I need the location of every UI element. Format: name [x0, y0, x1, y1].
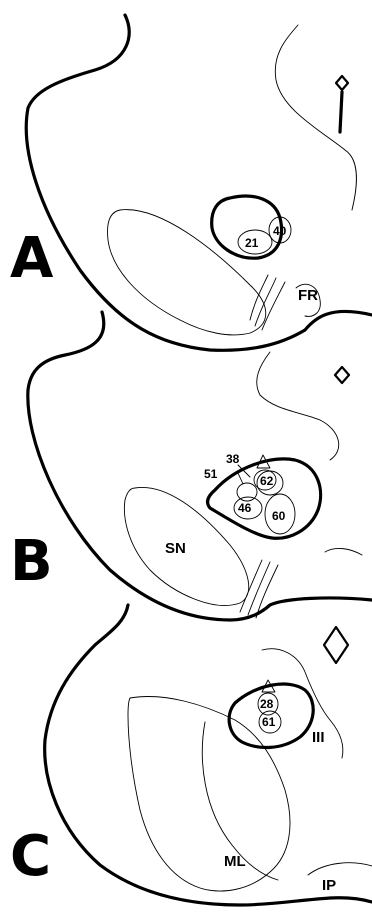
site-label-38: 38	[226, 452, 240, 466]
panel-letter-c: C	[10, 824, 51, 889]
ip-outline	[308, 863, 372, 875]
aqueduct-b	[335, 367, 349, 383]
substantia-nigra-outline-b	[124, 487, 248, 605]
aqueduct-c	[324, 627, 348, 663]
label-sn: SN	[165, 540, 186, 557]
site-label-40: 40	[273, 224, 287, 238]
site-label-21: 21	[245, 236, 259, 250]
red-nucleus-b	[208, 459, 321, 538]
right-boundary-b	[325, 548, 362, 555]
panel-letter-b: B	[10, 529, 53, 594]
site-label-28: 28	[260, 697, 274, 711]
gray-matter-boundary-c	[262, 649, 343, 758]
label-ml: ML	[224, 853, 246, 870]
label-fr: FR	[298, 287, 318, 304]
site-label-62: 62	[260, 474, 274, 488]
leader-51	[238, 473, 243, 484]
fiber-tract-b	[240, 560, 278, 618]
section-outline-c	[45, 605, 372, 905]
site-label-46: 46	[238, 501, 252, 515]
gray-matter-boundary-a	[275, 25, 356, 210]
substantia-nigra-outline-a	[108, 210, 266, 335]
panel-b: B SN 38 51 62 46 60	[10, 312, 372, 620]
aqueduct-a	[336, 76, 348, 132]
label-ip: IP	[322, 877, 336, 894]
gray-matter-boundary-b	[257, 352, 339, 460]
label-iii: III	[312, 729, 325, 746]
site-label-60: 60	[272, 509, 286, 523]
panel-a: A FR 21 40	[10, 15, 372, 350]
panel-letter-a: A	[10, 226, 54, 291]
site-label-51: 51	[204, 467, 218, 481]
section-outline-b	[28, 312, 372, 620]
panel-c: C III ML IP 28 61	[10, 605, 372, 905]
site-label-61: 61	[262, 715, 276, 729]
fiber-tract-a	[250, 275, 285, 330]
